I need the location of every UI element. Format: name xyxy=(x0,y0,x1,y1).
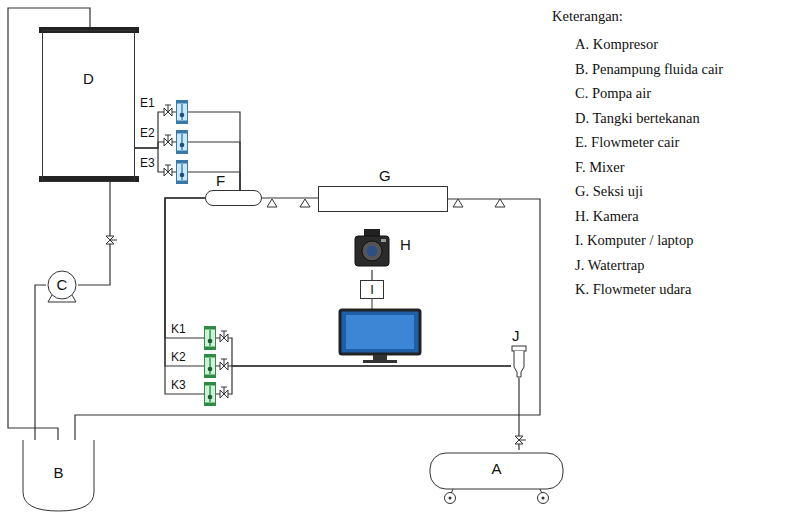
pipe-line xyxy=(188,172,240,190)
pipe-line xyxy=(135,112,176,148)
part-letter: C xyxy=(57,276,68,293)
air-flowmeter: K1 xyxy=(204,326,216,350)
legend-item: H. Kamera xyxy=(575,208,639,225)
part-letter: J xyxy=(512,327,520,344)
pressure-tank: D xyxy=(42,30,135,182)
legend-item: C. Pompa air xyxy=(575,85,651,102)
liquid-flowmeter-shape xyxy=(176,100,188,124)
pipe-line xyxy=(78,182,110,285)
pipe-line xyxy=(165,198,205,394)
compressor-shape xyxy=(428,450,565,505)
legend-item: B. Penampung fluida cair xyxy=(575,61,723,78)
air-flowmeter-shape xyxy=(204,382,216,406)
part-letter: E2 xyxy=(140,126,155,140)
tank-flange xyxy=(39,27,139,182)
pipe-line xyxy=(188,112,240,190)
part-letter: E3 xyxy=(140,156,155,170)
part-letter: K3 xyxy=(171,378,186,392)
pipe-line xyxy=(35,285,46,440)
compressor: A xyxy=(428,450,565,505)
liquid-flowmeter-shape xyxy=(176,160,188,184)
part-letter: F xyxy=(216,172,225,189)
pipe-line xyxy=(262,197,318,198)
air-flowmeter-shape xyxy=(204,354,216,378)
part-letter: A xyxy=(491,460,501,477)
liquid-container: B xyxy=(22,440,95,512)
computer-monitor xyxy=(340,299,420,363)
water-pump: C xyxy=(46,270,78,303)
connector-box: I xyxy=(360,280,384,299)
legend-item: D. Tangki bertekanan xyxy=(575,110,700,127)
part-letter: E1 xyxy=(140,96,155,110)
water-trap-shape xyxy=(511,345,527,378)
air-flowmeter: K2 xyxy=(204,354,216,378)
pipe-line xyxy=(165,198,205,338)
water-trap: J xyxy=(511,345,527,378)
air-flowmeter: K3 xyxy=(204,382,216,406)
legend-item: F. Mixer xyxy=(575,159,625,176)
pipe-line xyxy=(8,8,90,440)
part-letter: K2 xyxy=(171,350,186,364)
mixer: F xyxy=(205,190,262,206)
legend-item: J. Watertrap xyxy=(575,257,644,274)
pipe-line xyxy=(135,148,176,172)
camera: H xyxy=(352,226,392,270)
legend-heading: Keterangan: xyxy=(552,8,623,25)
legend-item: A. Kompresor xyxy=(575,36,658,53)
liquid-flowmeter: E3 xyxy=(176,160,188,184)
legend-item: K. Flowmeter udara xyxy=(575,281,691,298)
part-letter: I xyxy=(370,282,374,297)
legend-item: E. Flowmeter cair xyxy=(575,134,679,151)
liquid-flowmeter: E2 xyxy=(176,130,188,154)
pipe-line xyxy=(188,142,240,190)
pipe-line xyxy=(75,199,540,440)
valve-symbol xyxy=(106,105,526,444)
part-letter: H xyxy=(400,236,411,253)
test-section: G xyxy=(318,186,448,212)
part-letter: B xyxy=(53,464,63,481)
pipe-line xyxy=(371,270,372,280)
legend-item: I. Komputer / laptop xyxy=(575,232,693,249)
camera-shape xyxy=(352,226,392,270)
pipe-line xyxy=(165,198,205,366)
legend-item: G. Seksi uji xyxy=(575,183,643,200)
part-letter: K1 xyxy=(171,322,186,336)
part-letter: D xyxy=(83,70,94,87)
liquid-flowmeter: E1 xyxy=(176,100,188,124)
liquid-flowmeter-shape xyxy=(176,130,188,154)
part-letter: G xyxy=(379,167,391,184)
air-flowmeter-shape xyxy=(204,326,216,350)
pipe-line xyxy=(216,366,511,394)
